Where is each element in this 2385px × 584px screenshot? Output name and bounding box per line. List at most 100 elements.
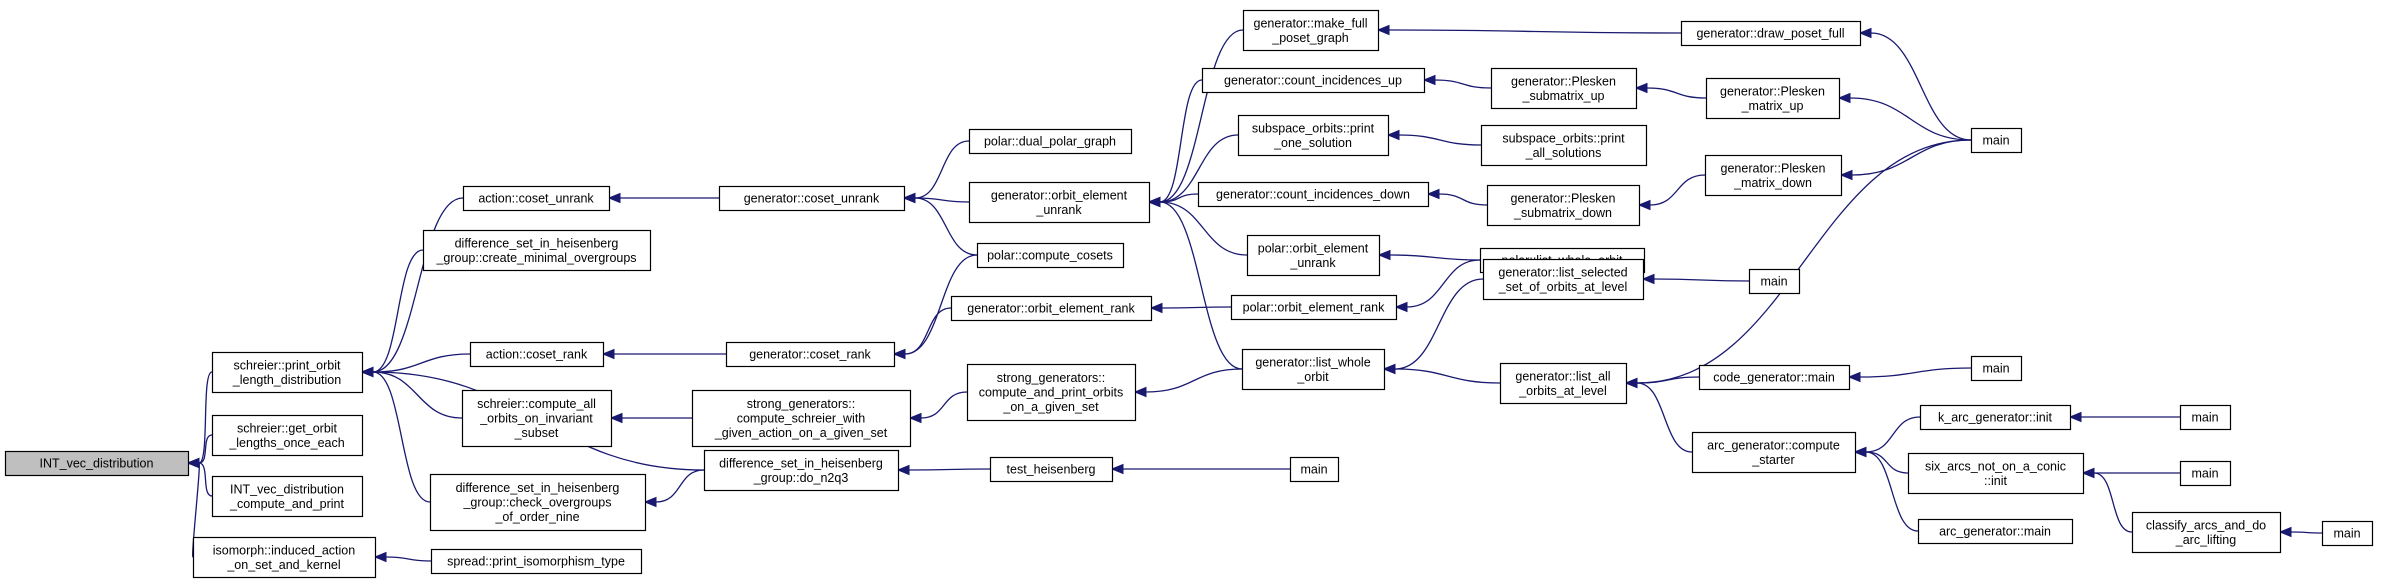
node-box [422, 229, 652, 272]
node-box [462, 185, 611, 212]
node-label-line: arc_generator::main [1939, 525, 2051, 539]
function-node-n20[interactable]: test_heisenberg [989, 456, 1114, 483]
node-label-line: spread::print_isomorphism_type [447, 555, 625, 569]
function-node-n30[interactable]: generator::Plesken_submatrix_up [1490, 67, 1638, 110]
function-node-n22[interactable]: generator::make_full_poset_graph [1242, 9, 1380, 52]
function-node-n35[interactable]: generator::list_all_orbits_at_level [1499, 362, 1628, 405]
edge-line [1870, 32, 1972, 141]
function-node-n10[interactable]: spread::print_isomorphism_type [430, 548, 643, 575]
function-node-n15[interactable]: polar::dual_polar_graph [968, 128, 1133, 155]
function-node-n1[interactable]: schreier::print_orbit_length_distributio… [211, 351, 364, 394]
function-node-n17[interactable]: polar::compute_cosets [976, 242, 1125, 269]
function-node-n9[interactable]: difference_set_in_heisenberg_group::chec… [429, 473, 647, 532]
function-node-n40[interactable]: arc_generator::compute_starter [1691, 431, 1857, 474]
node-label-line: strong_generators:: [747, 397, 855, 411]
edge-line [914, 197, 978, 256]
node-box [718, 185, 906, 212]
function-node-n26[interactable]: polar::orbit_element_unrank [1246, 234, 1381, 277]
function-node-n43[interactable]: k_arc_generator::init [1919, 404, 2072, 431]
edge-arrowhead [1426, 188, 1440, 200]
node-label-line: generator::coset_rank [749, 348, 871, 362]
function-node-n32[interactable]: generator::Plesken_submatrix_down [1486, 184, 1641, 227]
node-box [1705, 77, 1841, 120]
node-box [1970, 355, 2023, 382]
node-label-line: _subset [514, 426, 559, 440]
edge-arrowhead [896, 464, 910, 476]
function-node-n7[interactable]: action::coset_rank [469, 341, 605, 368]
edge-line [904, 307, 952, 355]
node-box [1490, 67, 1638, 110]
edge-arrowhead [1853, 446, 1867, 458]
edge-n19-to-n13 [908, 391, 968, 424]
node-box [703, 449, 900, 492]
edge-line [372, 371, 431, 503]
node-label-line: _length_distribution [232, 373, 341, 387]
function-node-n24[interactable]: subspace_orbits::print_one_solution [1237, 114, 1390, 157]
edge-line [1159, 134, 1239, 203]
edge-arrowhead [1839, 169, 1853, 181]
function-node-n38[interactable]: main [1970, 127, 2023, 154]
function-node-n28[interactable]: generator::list_whole_orbit [1241, 348, 1386, 391]
function-node-n29[interactable]: generator::draw_poset_full [1680, 20, 1862, 47]
edge-n9-to-n1 [360, 366, 431, 503]
edge-line [1394, 368, 1501, 384]
node-box [429, 473, 647, 532]
function-node-n8[interactable]: schreier::compute_all_orbits_on_invarian… [461, 389, 613, 448]
node-label-line: _on_set_and_kernel [226, 558, 340, 572]
node-label-line: _orbit [1296, 370, 1329, 384]
edge-n32-to-n25 [1426, 188, 1488, 206]
function-node-n2[interactable]: schreier::get_orbit_lengths_once_each [211, 414, 364, 457]
node-label-line: difference_set_in_heisenberg [456, 481, 620, 495]
node-label-line: generator::count_incidences_up [1224, 74, 1402, 88]
function-node-n46[interactable]: main [2179, 404, 2232, 431]
node-box [2179, 404, 2232, 431]
function-node-n5[interactable]: action::coset_unrank [462, 185, 611, 212]
function-node-n19[interactable]: strong_generators::compute_and_print_orb… [966, 363, 1137, 422]
function-node-n14[interactable]: difference_set_in_heisenberg_group::do_n… [703, 449, 900, 492]
edge-n10-to-n4 [373, 551, 432, 563]
edge-line [385, 556, 432, 562]
edge-line [1851, 139, 1972, 176]
edge-line [655, 469, 705, 503]
function-node-n36[interactable]: generator::Plesken_matrix_up [1705, 77, 1841, 120]
function-node-n11[interactable]: generator::coset_unrank [718, 185, 906, 212]
function-node-n45[interactable]: arc_generator::main [1917, 518, 2074, 545]
node-label-line: _unrank [1289, 256, 1336, 270]
edge-n38-to-n29 [1858, 27, 1972, 141]
node-label-line: _starter [1751, 453, 1794, 467]
function-node-n0[interactable]: INT_vec_distribution [4, 450, 190, 477]
function-node-n23[interactable]: generator::count_incidences_up [1201, 67, 1426, 94]
function-node-n27[interactable]: polar::orbit_element_rank [1230, 294, 1398, 321]
node-label-line: main [2191, 467, 2218, 481]
function-node-n39[interactable]: code_generator::main [1698, 364, 1851, 391]
node-box [968, 181, 1151, 224]
node-label-line: classify_arcs_and_do [2146, 518, 2266, 532]
function-node-n48[interactable]: classify_arcs_and_do_arc_lifting [2131, 511, 2282, 554]
function-node-n13[interactable]: strong_generators::compute_schreier_with… [691, 389, 912, 448]
function-node-n4[interactable]: isomorph::induced_action_on_set_and_kern… [192, 536, 377, 579]
node-box [1241, 348, 1386, 391]
node-label-line: _arc_lifting [2175, 533, 2236, 547]
edge-n46-to-n43 [2068, 411, 2181, 423]
function-node-n12[interactable]: generator::coset_rank [725, 341, 896, 368]
edge-n33-to-n26 [1377, 249, 1481, 261]
function-node-n34[interactable]: generator::list_selected_set_of_orbits_a… [1482, 258, 1645, 301]
function-node-n6[interactable]: difference_set_in_heisenberg_group::crea… [422, 229, 652, 272]
edge-n30-to-n23 [1422, 74, 1492, 89]
function-node-n37[interactable]: generator::Plesken_matrix_down [1704, 154, 1843, 197]
function-node-n21[interactable]: main [1289, 456, 1340, 483]
function-node-n42[interactable]: main [1970, 355, 2023, 382]
function-node-n25[interactable]: generator::count_incidences_down [1197, 181, 1430, 208]
function-node-n31[interactable]: subspace_orbits::print_all_solutions [1480, 124, 1648, 167]
function-node-n18[interactable]: generator::orbit_element_rank [950, 295, 1153, 322]
node-label-line: main [1760, 275, 1787, 289]
function-node-n3[interactable]: INT_vec_distribution_compute_and_print [211, 475, 364, 518]
node-label-line: generator::coset_unrank [744, 192, 880, 206]
function-node-n44[interactable]: six_arcs_not_on_a_conic::init [1907, 452, 2085, 495]
function-node-n49[interactable]: main [2321, 520, 2374, 547]
function-node-n41[interactable]: main [1748, 268, 1801, 295]
function-node-n47[interactable]: main [2179, 460, 2232, 487]
edge-line [1865, 416, 1921, 453]
edge-arrowhead [2278, 526, 2292, 538]
function-node-n16[interactable]: generator::orbit_element_unrank [968, 181, 1151, 224]
